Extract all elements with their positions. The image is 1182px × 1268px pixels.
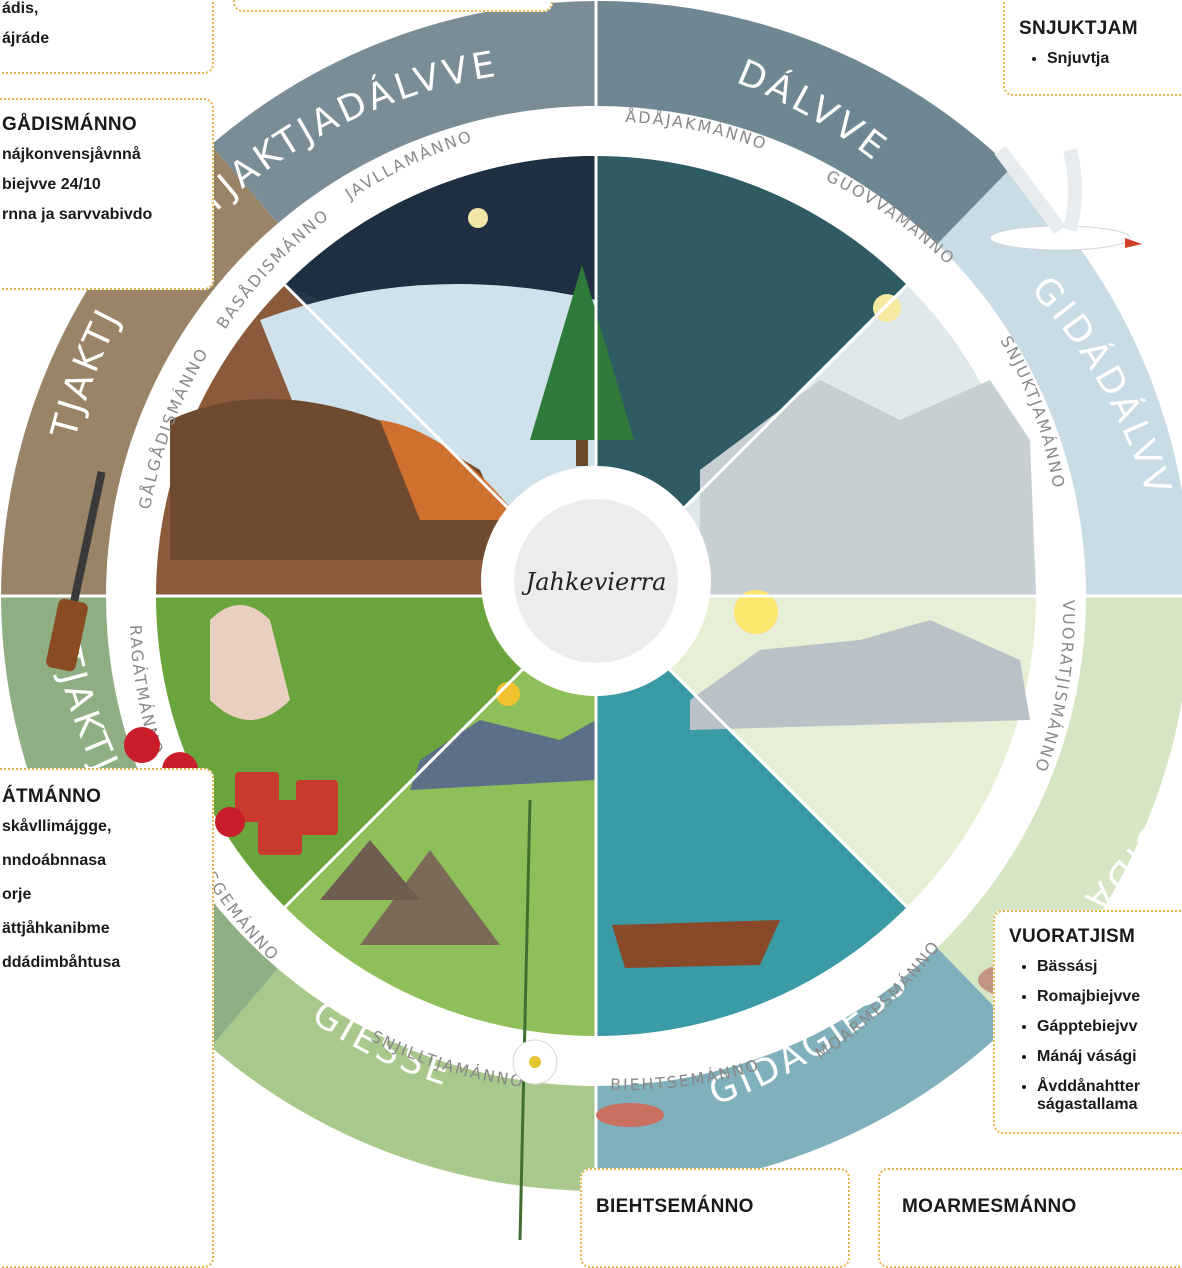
- info-line: skåvllimájgge,: [2, 818, 112, 835]
- info-box-snjuktjamanno: SNJUKTJAM Snjuvtja: [1003, 0, 1182, 96]
- center-hub: [514, 499, 678, 663]
- info-box-top-left: ádis, ájráde: [0, 0, 214, 74]
- info-list-item: Romajbiejvve: [1037, 988, 1182, 1006]
- anemone-flower-icon: [512, 799, 558, 1241]
- orange-hill: [380, 420, 520, 520]
- center-label: Jahkevierra: [521, 568, 667, 596]
- info-line: orje: [2, 886, 32, 903]
- info-box-ragatmanno: ÁTMÁNNO skåvllimájgge, nndoábnnasa orje …: [0, 768, 214, 1268]
- info-box-title: ÁTMÁNNO: [2, 786, 102, 807]
- info-list-item: Bässásj: [1037, 958, 1182, 976]
- info-box-title: VUORATJISM: [1009, 926, 1136, 947]
- scene-aurora: [596, 156, 907, 596]
- info-line: ádis,: [2, 0, 39, 17]
- sun-spring-icon: [734, 590, 778, 634]
- berry-bucket: [258, 800, 302, 855]
- lavvu-tent: [360, 850, 500, 945]
- info-box-galgadismanno: GÅDISMÁNNO nájkonvensjåvnnå biejvve 24/1…: [0, 98, 214, 290]
- info-line: biejvve 24/10: [2, 176, 101, 193]
- mountains-spring: [690, 620, 1030, 730]
- rifle-icon: [46, 471, 106, 672]
- scenery: [156, 156, 1036, 1036]
- info-box-moarmesmanno: MOARMESMÁNNO: [878, 1168, 1182, 1268]
- sun-icon: [873, 294, 901, 322]
- info-box-title: GÅDISMÁNNO: [2, 114, 137, 135]
- info-box-top-center: [233, 0, 553, 12]
- swan-icon: [989, 145, 1142, 251]
- info-line: nájkonvensjåvnnå: [2, 146, 141, 163]
- info-line: nndoábnnasa: [2, 852, 107, 869]
- info-box-title: BIEHTSEMÁNNO: [596, 1196, 754, 1217]
- info-box-title: MOARMESMÁNNO: [902, 1196, 1077, 1217]
- info-box-biehtsemanno: BIEHTSEMÁNNO: [580, 1168, 850, 1268]
- info-list-item: Mánáj vásági: [1037, 1048, 1182, 1066]
- boat-icon: [612, 920, 780, 968]
- lavvu-tent-small: [320, 840, 420, 900]
- scene-summer: [285, 596, 596, 1036]
- info-line: ságastallama: [1037, 1096, 1138, 1113]
- info-line: ättjåhkanibme: [2, 920, 110, 937]
- snow-ground: [260, 284, 596, 560]
- mountains-late-winter: [700, 380, 1036, 596]
- info-list-item: Åvddånahtter: [1037, 1078, 1182, 1096]
- info-line: ájráde: [2, 30, 50, 47]
- info-box-vuoratjismanno: VUORATJISM Bässásj Romajbiejvve Gápptebi…: [993, 910, 1182, 1134]
- info-line: ddádimbåhtusa: [2, 954, 121, 971]
- berry-bucket: [296, 780, 338, 835]
- info-list-item: Snjuvtja: [1047, 50, 1182, 68]
- info-line: rnna ja sarvvabivdo: [2, 206, 153, 223]
- reindeer-hide: [210, 605, 290, 720]
- moon-icon: [468, 208, 488, 228]
- christmas-tree: [530, 265, 634, 440]
- info-box-title: SNJUKTJAM: [1019, 18, 1138, 39]
- info-list-item: Gápptebiejvv: [1037, 1018, 1182, 1036]
- tree-trunk: [576, 440, 588, 466]
